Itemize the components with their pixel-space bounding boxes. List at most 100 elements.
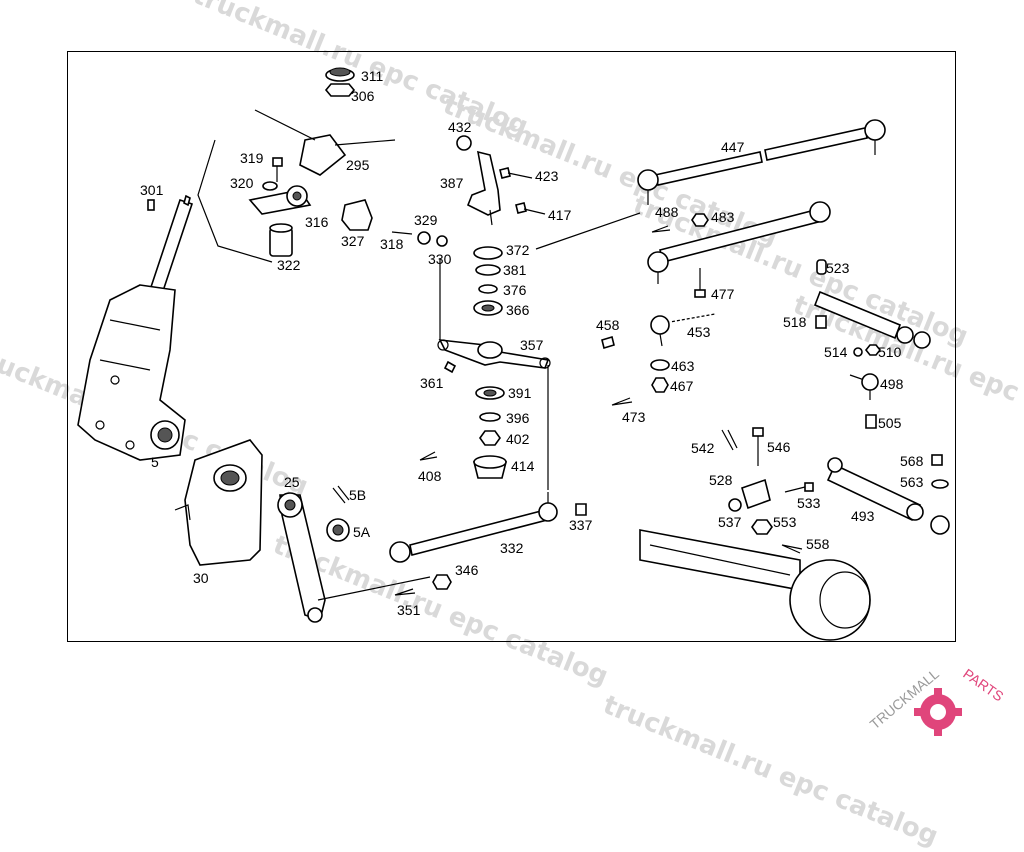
bolt-546[interactable] (752, 427, 764, 466)
steering-gearbox[interactable] (77, 284, 186, 461)
nut-329[interactable] (417, 231, 431, 245)
bolt-319[interactable] (272, 157, 283, 182)
label-467: 467 (670, 378, 694, 394)
label-5: 5 (151, 454, 159, 470)
nut-483[interactable] (691, 213, 709, 227)
idler-arm-387[interactable] (466, 150, 501, 226)
label-346: 346 (455, 562, 479, 578)
truckmall-parts-logo: TRUCKMALL PARTS (867, 665, 1007, 736)
label-330: 330 (428, 251, 452, 267)
clamp-327[interactable] (341, 199, 373, 231)
label-505: 505 (878, 415, 902, 431)
label-327: 327 (341, 233, 365, 249)
bracket-528[interactable] (741, 478, 771, 510)
front-axle[interactable] (639, 529, 871, 641)
seal-372[interactable] (473, 246, 503, 260)
cotter-pin-488[interactable] (651, 225, 671, 233)
power-cylinder-493[interactable] (826, 457, 950, 535)
label-488: 488 (655, 204, 679, 220)
label-396: 396 (506, 410, 530, 426)
cylinder-assembly[interactable] (813, 290, 931, 349)
fitting-361[interactable] (443, 360, 457, 374)
label-316: 316 (305, 214, 329, 230)
label-568: 568 (900, 453, 924, 469)
horn-cap[interactable] (324, 67, 356, 97)
fitting-458[interactable] (601, 335, 615, 350)
ball-joint-498[interactable] (849, 373, 879, 400)
nut-432[interactable] (456, 135, 472, 151)
label-295: 295 (346, 157, 370, 173)
pitman-arm-25[interactable] (277, 492, 326, 623)
drag-link-332[interactable] (389, 492, 558, 563)
label-372: 372 (506, 242, 530, 258)
part-labels: 311 306 295 319 320 301 316 327 318 329 … (140, 68, 924, 618)
tie-rod-447[interactable] (637, 119, 886, 205)
steering-column[interactable] (146, 194, 194, 302)
nut-5A[interactable] (326, 518, 350, 542)
steering-wheel[interactable] (237, 83, 414, 176)
stud-318[interactable] (391, 231, 413, 235)
label-558: 558 (806, 536, 830, 552)
cotter-pin-473[interactable] (611, 397, 633, 406)
cap-414[interactable] (472, 455, 508, 479)
label-25: 25 (284, 474, 300, 490)
part-301[interactable] (147, 199, 155, 211)
washer-537[interactable] (728, 498, 742, 512)
washer-320[interactable] (262, 181, 278, 191)
housing-30[interactable] (174, 439, 263, 566)
bolt-477[interactable] (694, 268, 706, 298)
bolt-417[interactable] (515, 202, 546, 215)
label-337: 337 (569, 517, 593, 533)
cotter-pin-542[interactable] (721, 429, 738, 451)
bushing-322[interactable] (269, 223, 293, 257)
label-306: 306 (351, 88, 375, 104)
fitting-337[interactable] (575, 503, 587, 516)
label-453: 453 (687, 324, 711, 340)
plug-568[interactable] (931, 454, 943, 466)
ring-381[interactable] (475, 264, 501, 276)
tie-rod-end-453[interactable] (650, 313, 716, 347)
fitting-505[interactable] (865, 414, 877, 429)
label-357: 357 (520, 337, 544, 353)
label-493: 493 (851, 508, 875, 524)
label-322: 322 (277, 257, 301, 273)
cotter-pin-408[interactable] (419, 451, 438, 461)
label-553: 553 (773, 514, 797, 530)
column-bracket[interactable] (248, 185, 312, 215)
cotter-pin-351[interactable] (394, 588, 416, 596)
fitting-518[interactable] (815, 315, 827, 329)
washer-563[interactable] (931, 479, 949, 489)
label-319: 319 (240, 150, 264, 166)
label-376: 376 (503, 282, 527, 298)
center-arm-357[interactable] (437, 339, 551, 369)
label-402: 402 (506, 431, 530, 447)
washer-463[interactable] (650, 359, 670, 371)
ring-376[interactable] (478, 284, 498, 294)
cotter-pin-5B[interactable] (332, 485, 350, 504)
steering-parts-diagram: 311 306 295 319 320 301 316 327 318 329 … (77, 67, 1007, 736)
ring-396[interactable] (479, 412, 501, 422)
bolt-533[interactable] (784, 482, 814, 493)
label-414: 414 (511, 458, 535, 474)
nut-402[interactable] (479, 430, 501, 446)
nut-346[interactable] (432, 574, 452, 590)
label-408: 408 (418, 468, 442, 484)
label-514: 514 (824, 344, 848, 360)
label-351: 351 (397, 602, 421, 618)
cotter-pin-558[interactable] (781, 544, 803, 554)
nut-553[interactable] (751, 519, 773, 535)
bearing-391[interactable] (475, 386, 505, 400)
drag-link[interactable] (647, 201, 831, 284)
bearing-366[interactable] (473, 300, 503, 316)
part-514[interactable] (853, 347, 863, 357)
diagram-frame (67, 51, 956, 642)
label-447: 447 (721, 139, 745, 155)
label-391: 391 (508, 385, 532, 401)
nut-467[interactable] (651, 377, 669, 393)
label-5A: 5A (353, 524, 371, 540)
label-311: 311 (361, 68, 384, 84)
nut-510[interactable] (864, 344, 882, 356)
cap-523[interactable] (816, 259, 827, 275)
washer-330[interactable] (436, 235, 448, 247)
bolt-423[interactable] (499, 167, 533, 179)
